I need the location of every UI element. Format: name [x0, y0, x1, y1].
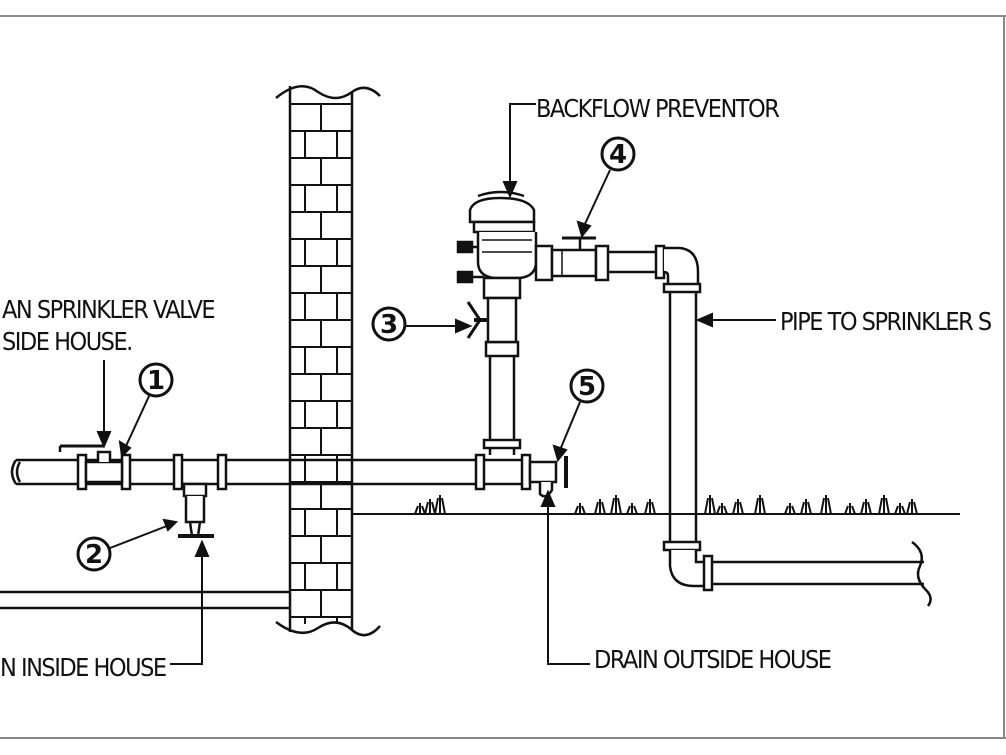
ground-line	[352, 495, 960, 515]
label-drain-inside-house: N INSIDE HOUSE	[0, 653, 166, 682]
backflow-preventer	[456, 190, 538, 344]
label-drain-valve-line2: SIDE HOUSE.	[2, 327, 132, 356]
callout-circle-5	[569, 368, 605, 404]
riser-pipe	[482, 340, 522, 455]
shutoff-valve-4	[534, 236, 610, 282]
label-drain-valve-line1: AN SPRINKLER VALVE	[2, 295, 214, 324]
label-drain-outside-house: DRAIN OUTSIDE HOUSE	[594, 645, 831, 674]
label-backflow-preventer: BACKFLOW PREVENTOR	[536, 94, 779, 123]
brick-wall	[275, 85, 381, 637]
callout-number-5: 5	[578, 372, 596, 402]
callout-number-3: 3	[380, 310, 398, 340]
sprinkler-pipe	[608, 244, 932, 607]
callout-circle-1	[138, 362, 174, 398]
drain-valve-1	[58, 444, 124, 484]
leader-lines	[96, 103, 776, 665]
shutoff-valve-3	[466, 301, 488, 339]
callout-number-4: 4	[609, 140, 627, 170]
callout-circle-2	[76, 536, 112, 572]
label-pipe-to-sprinkler: PIPE TO SPRINKLER S	[780, 307, 992, 336]
interior-pipe-lower	[0, 590, 290, 610]
callout-number-1: 1	[147, 366, 165, 396]
callout-numbers: 1 2 3 4 5	[85, 140, 627, 570]
drawing-frame	[0, 15, 1006, 739]
callout-markers	[76, 136, 636, 572]
callout-circle-4	[600, 136, 636, 172]
drain-valve-2	[178, 482, 214, 538]
callout-circle-3	[371, 306, 407, 342]
diagram-labels: BACKFLOW PREVENTOR AN SPRINKLER VALVE SI…	[0, 94, 993, 682]
callout-number-2: 2	[85, 540, 103, 570]
